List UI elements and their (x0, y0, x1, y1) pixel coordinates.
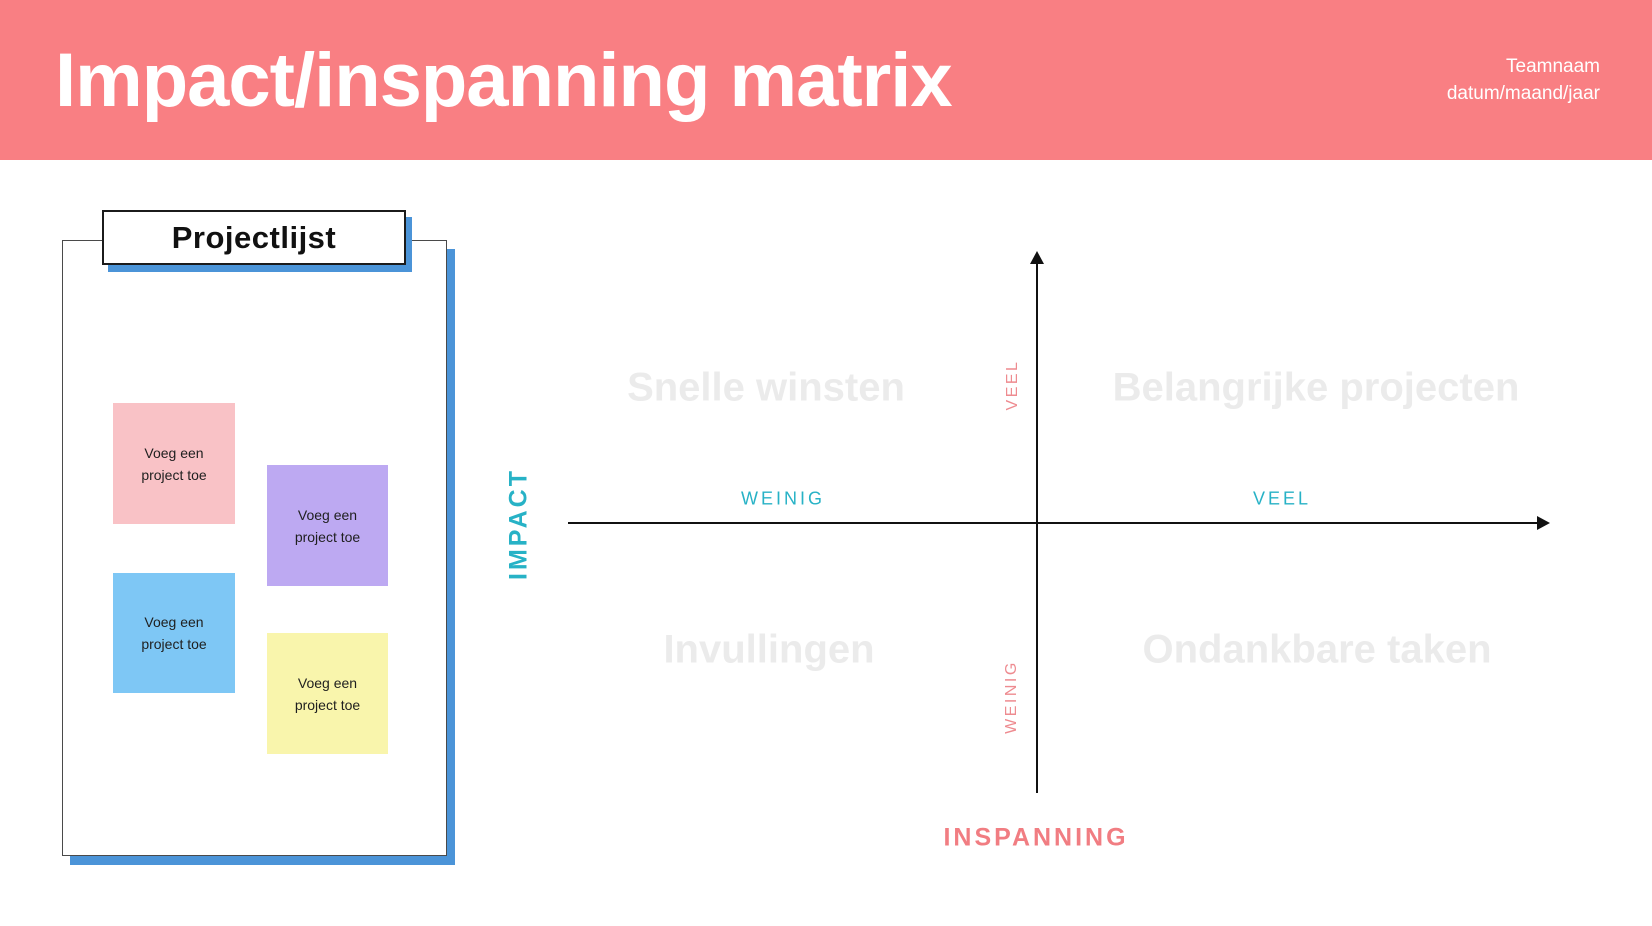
sticky-note-yellow[interactable]: Voeg een project toe (267, 633, 388, 754)
quadrant-label-bottom-right: Ondankbare taken (1142, 627, 1492, 672)
sticky-note-label: Voeg een project toe (141, 444, 207, 483)
x-axis-low-label: WEINIG (741, 488, 825, 509)
y-axis-low-label: WEINIG (1003, 660, 1020, 734)
x-axis-arrowhead-icon (1537, 516, 1550, 530)
sticky-note-purple[interactable]: Voeg een project toe (267, 465, 388, 586)
page-title: Impact/inspanning matrix (55, 37, 953, 123)
sticky-note-blue[interactable]: Voeg een project toe (113, 573, 235, 693)
quadrant-label-top-right: Belangrijke projecten (1112, 365, 1520, 410)
x-axis-high-label: VEEL (1252, 488, 1312, 509)
quadrant-label-bottom-left: Invullingen (663, 627, 875, 672)
sticky-note-pink[interactable]: Voeg een project toe (113, 403, 235, 524)
team-name-label: Teamnaam (1506, 56, 1600, 77)
quadrant-label-top-left: Snelle winsten (627, 365, 905, 410)
project-list-title-box: Projectlijst (102, 210, 406, 265)
x-axis-line (568, 522, 1540, 524)
sticky-note-label: Voeg een project toe (294, 674, 361, 713)
header-banner: Impact/inspanning matrix Teamnaam datum/… (0, 0, 1652, 160)
y-axis-title: IMPACT (504, 468, 533, 580)
project-list-title: Projectlijst (171, 219, 337, 255)
header-meta: Teamnaam datum/maand/jaar (1447, 53, 1600, 107)
y-axis-arrowhead-icon (1030, 251, 1044, 264)
project-list-panel (62, 240, 447, 856)
sticky-note-label: Voeg een project toe (141, 614, 207, 652)
y-axis-line (1036, 262, 1038, 793)
x-axis-title: INSPANNING (943, 823, 1129, 852)
y-axis-high-label: VEEL (1004, 359, 1021, 411)
sticky-note-label: Voeg een project toe (294, 506, 361, 545)
date-label: datum/maand/jaar (1446, 83, 1600, 104)
